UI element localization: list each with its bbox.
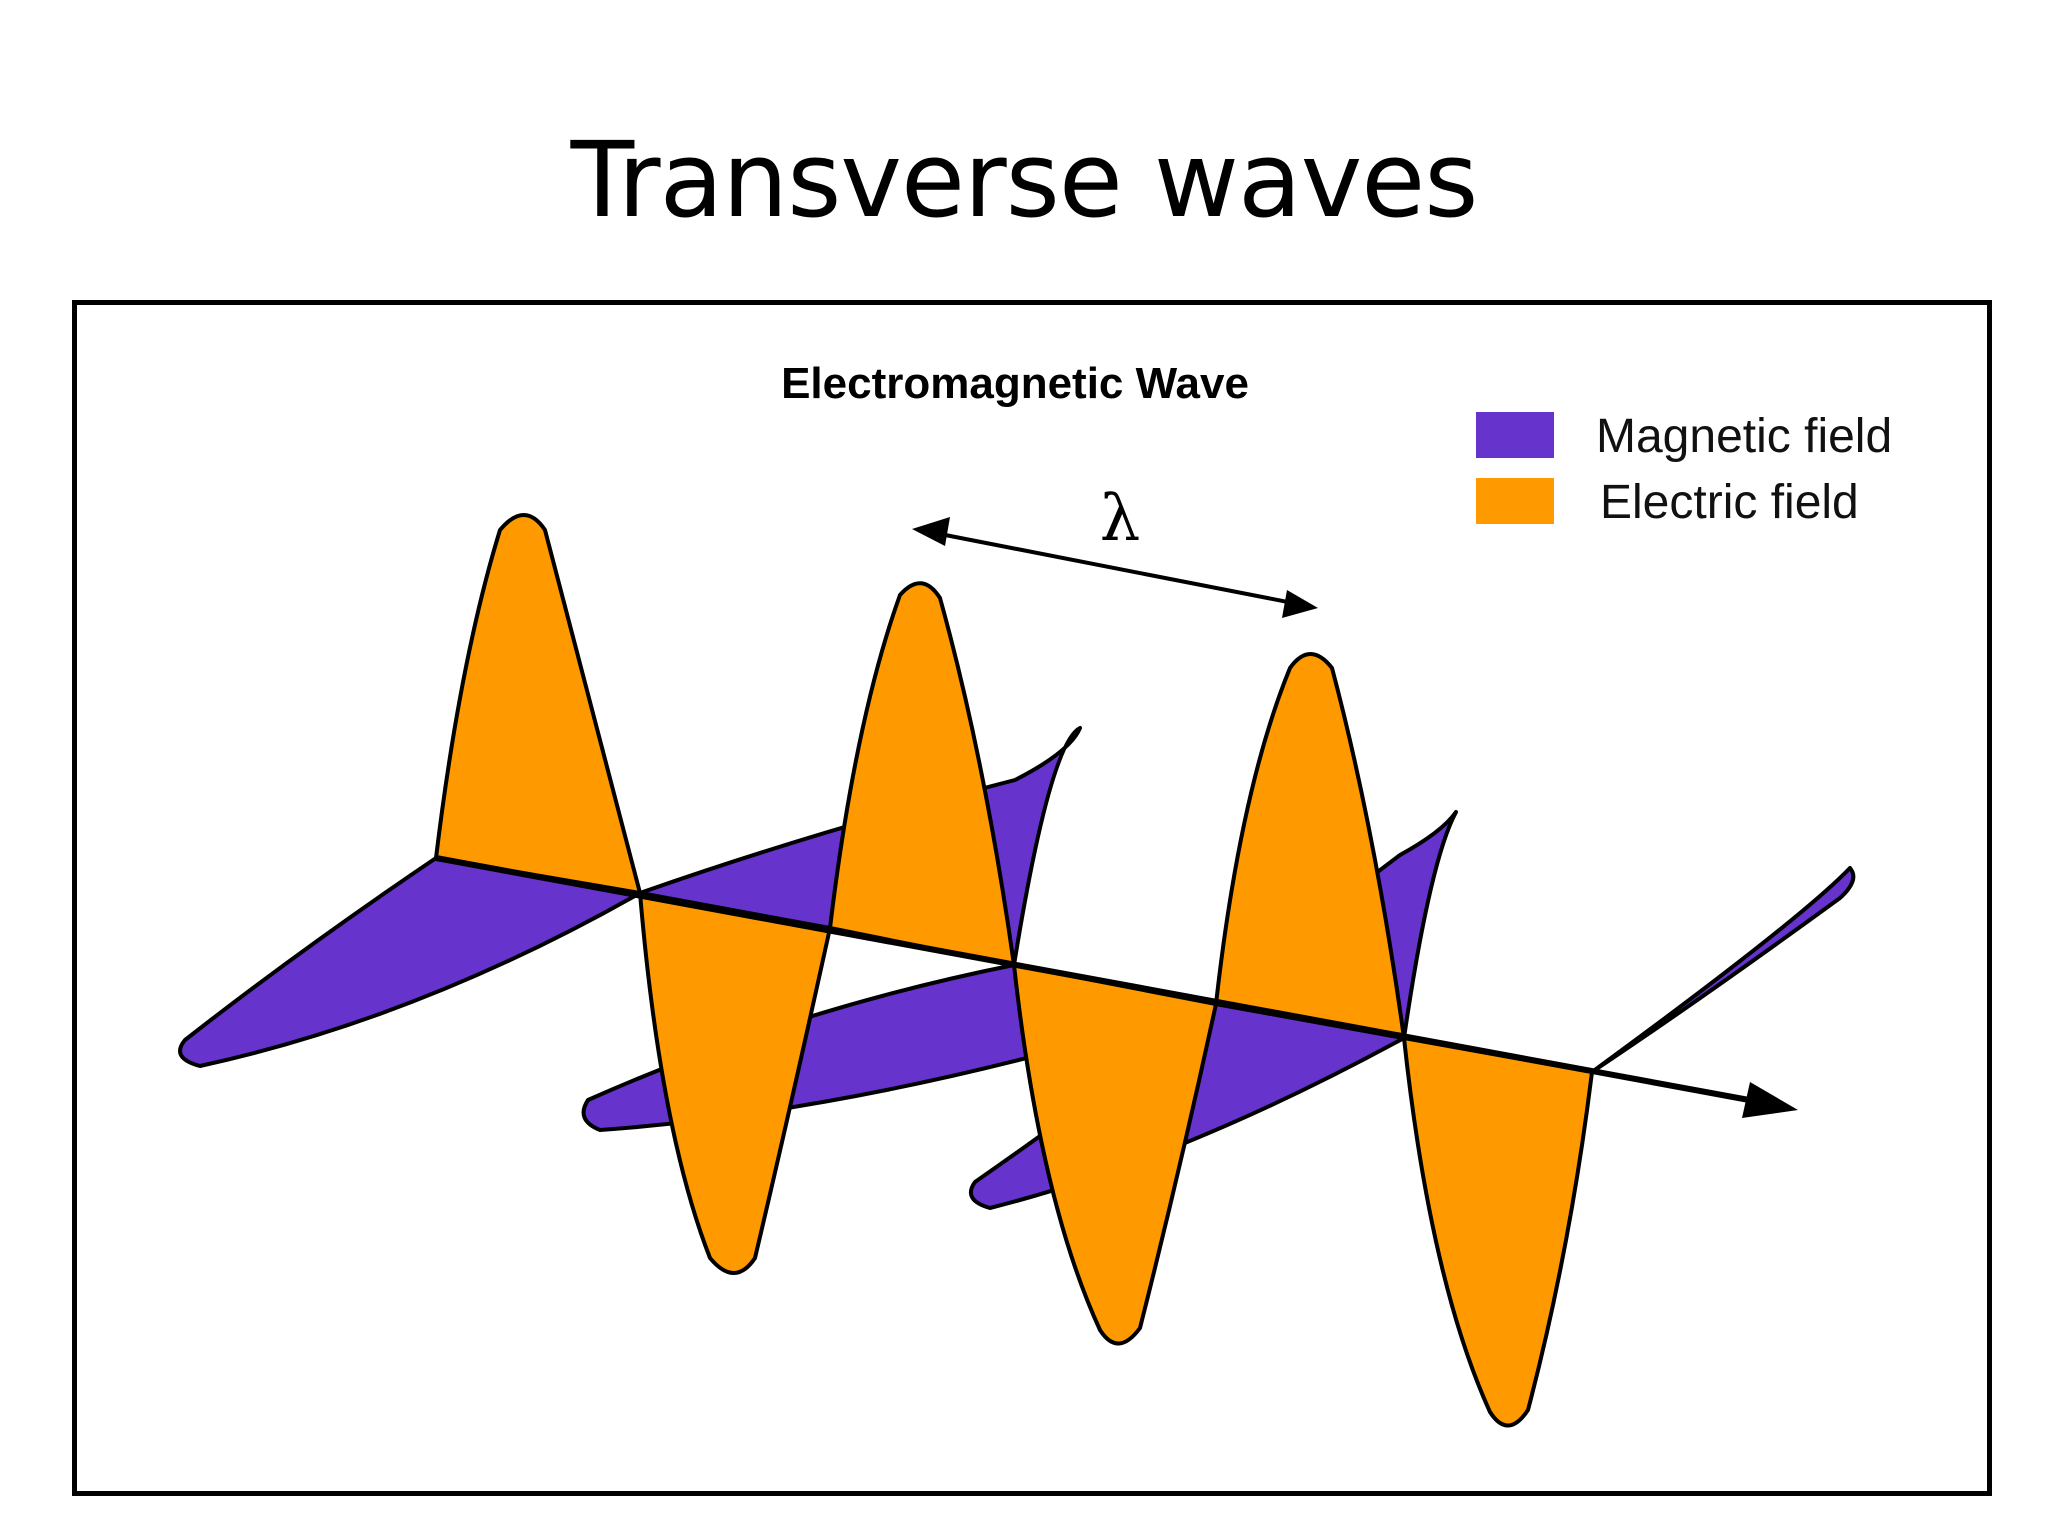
wavelength-arrowhead-right [1282,590,1318,618]
wavelength-arrowhead-left [912,517,950,546]
electric-lobe-down-3 [1402,1036,1594,1428]
propagation-arrowhead [1742,1082,1798,1118]
electric-lobe-up-1 [434,513,642,895]
propagation-axis [435,855,1798,1118]
legend: Magnetic field Electric field [1476,410,1892,529]
electric-lobe-down-1 [638,891,832,1275]
legend-label-electric: Electric field [1600,476,1859,529]
wavelength-arrow-line [934,531,1299,606]
electric-lobe-down-2 [1012,963,1218,1346]
propagation-axis-line [435,855,1761,1105]
slide-title: Transverse waves [570,119,1479,241]
electric-lobe-up-2 [828,581,1016,967]
legend-swatch-magnetic [1476,412,1554,458]
wavelength-symbol: λ [1100,482,1141,556]
wavelength-indicator: λ [912,482,1318,618]
electric-field-lobes [434,513,1594,1428]
magnetic-lobe-6 [1402,866,1856,1074]
legend-label-magnetic: Magnetic field [1596,410,1892,463]
electric-lobe-up-3 [1214,652,1406,1040]
magnetic-lobe-1 [178,856,642,1068]
legend-swatch-electric [1476,478,1554,524]
figure-title: Electromagnetic Wave [781,359,1249,408]
